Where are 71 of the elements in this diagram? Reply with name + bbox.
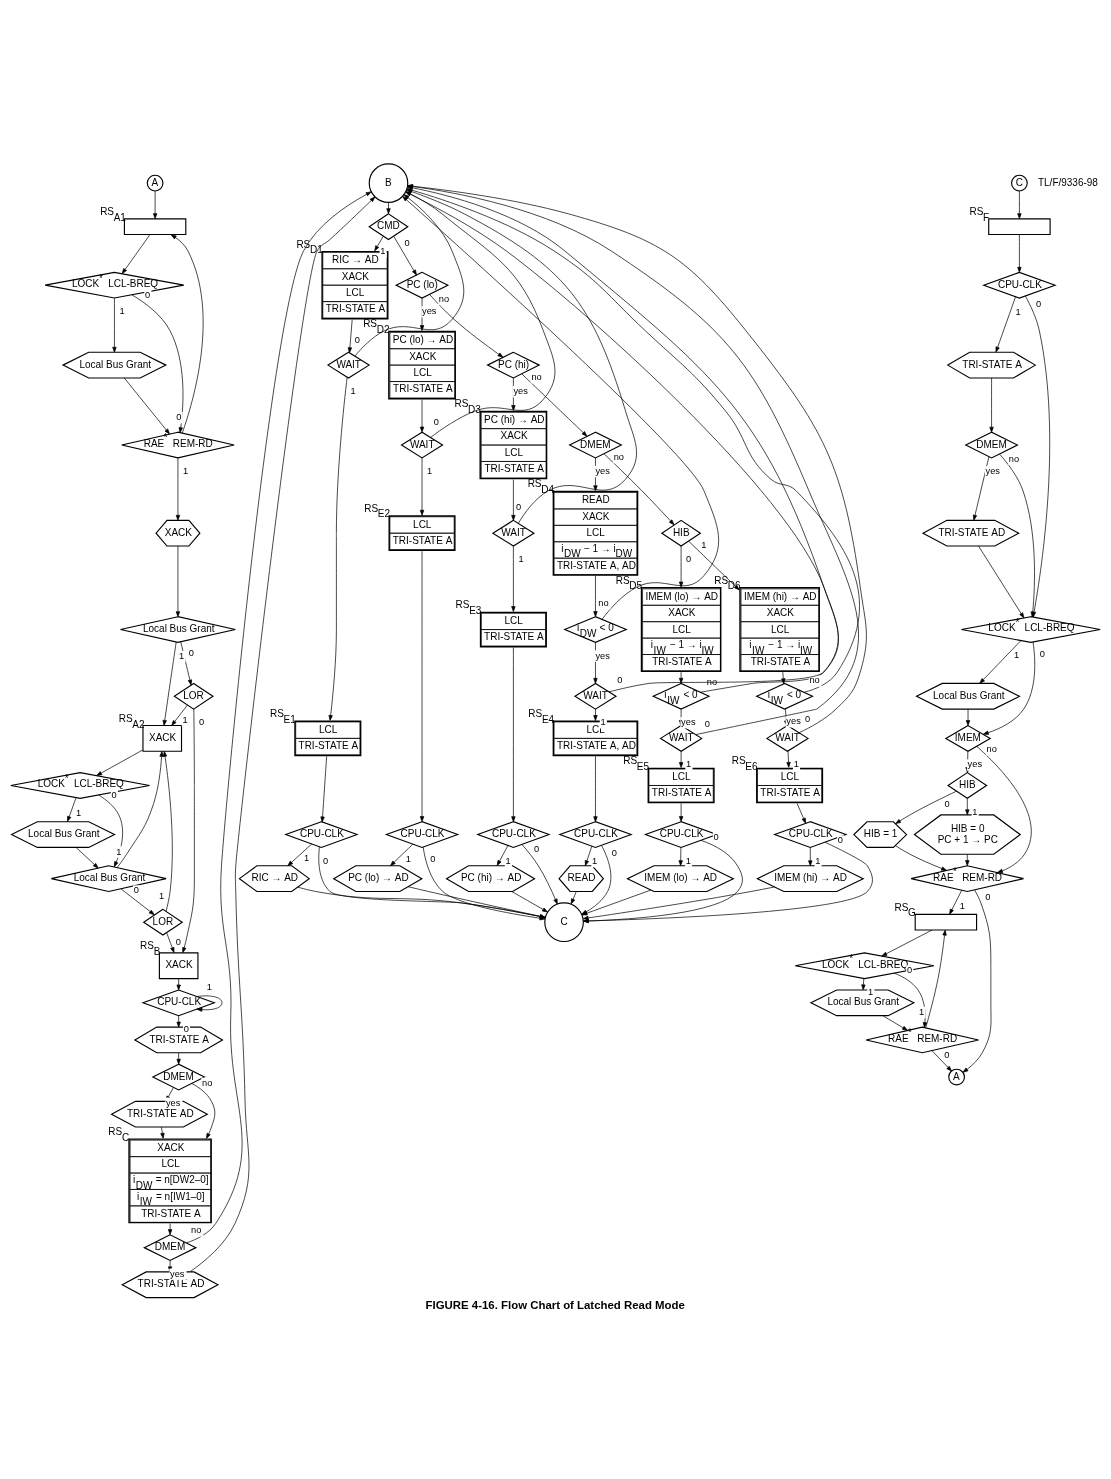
edge-label: 0 bbox=[686, 553, 692, 564]
edge-label: 1 bbox=[1014, 649, 1020, 660]
edge-label: 0 bbox=[188, 647, 194, 658]
edge-label: 1 bbox=[119, 305, 125, 316]
edge-label: no bbox=[438, 293, 450, 304]
edge-label: 0 bbox=[144, 289, 151, 300]
edge-label: 1 bbox=[518, 553, 524, 564]
edge-label: yes bbox=[513, 385, 528, 396]
edge-label: yes bbox=[165, 1097, 181, 1108]
caption: FIGURE 4-16. Flow Chart of Latched Read Mode bbox=[425, 1298, 685, 1311]
edge-label: no bbox=[986, 743, 997, 754]
edge-label: 1 bbox=[380, 245, 386, 256]
edge-label: no bbox=[613, 451, 624, 462]
edge-label: 1 bbox=[701, 539, 707, 550]
edge-label: 1 bbox=[75, 807, 82, 818]
edge-label: 1 bbox=[350, 385, 356, 396]
edge-label: 1 bbox=[303, 852, 310, 863]
edge-label: 0 bbox=[198, 716, 205, 727]
edge-label: yes bbox=[786, 715, 801, 726]
edge-label: 0 bbox=[175, 936, 182, 947]
edge-label: 1 bbox=[793, 758, 799, 769]
edge-label: 1 bbox=[179, 650, 185, 661]
edge-label: 0 bbox=[713, 831, 719, 842]
edge-label: no bbox=[191, 1224, 202, 1235]
edge-label: 0 bbox=[837, 834, 843, 845]
edge-label: yes bbox=[595, 465, 610, 476]
edge-label: 1 bbox=[686, 758, 692, 769]
edge-label: 1 bbox=[505, 855, 511, 866]
edge-label: 1 bbox=[685, 855, 691, 866]
edge-label: 0 bbox=[617, 674, 623, 685]
edge-label: yes bbox=[422, 305, 437, 316]
edge-label: 0 bbox=[1039, 648, 1045, 659]
edge-label: 1 bbox=[815, 855, 821, 866]
edge-label: 0 bbox=[944, 798, 950, 809]
edge-label: 0 bbox=[430, 853, 436, 864]
edge-label: 0 bbox=[404, 237, 410, 248]
edge-label: 1 bbox=[405, 853, 411, 864]
edge-label: no bbox=[531, 371, 542, 382]
edge-label: 1 bbox=[116, 846, 122, 856]
edge-label: yes bbox=[985, 465, 1000, 476]
edge-label: 0 bbox=[133, 884, 139, 895]
edge-label: no bbox=[201, 1077, 213, 1088]
edge-label: 1 bbox=[182, 714, 188, 725]
edge-label: 1 bbox=[159, 890, 165, 901]
edge-label: yes bbox=[967, 758, 983, 769]
edge-label: yes bbox=[681, 716, 696, 727]
edge-label: 0 bbox=[704, 718, 710, 729]
edge-label: 0 bbox=[183, 1023, 189, 1034]
edge-label: 0 bbox=[611, 847, 617, 858]
edge-label: 1 bbox=[919, 1006, 925, 1017]
edge-label: yes bbox=[170, 1268, 185, 1279]
edge-label: 0 bbox=[985, 891, 991, 902]
edge-label: 0 bbox=[323, 855, 329, 866]
edge-label: 0 bbox=[111, 789, 117, 800]
edge-label: 1 bbox=[867, 986, 874, 997]
edge-label: 0 bbox=[433, 416, 439, 427]
edge-label: 1 bbox=[182, 465, 189, 476]
edge-label: yes bbox=[595, 650, 610, 661]
edge-label: 1 bbox=[972, 806, 978, 816]
edge-label: no bbox=[809, 674, 820, 685]
edge-label: 1 bbox=[1015, 306, 1021, 317]
edge-label: no bbox=[598, 597, 609, 608]
edge-label: 0 bbox=[176, 411, 182, 422]
edge-label: 0 bbox=[516, 501, 522, 512]
edge-label: 0 bbox=[805, 713, 811, 724]
edge-label: 1 bbox=[427, 465, 433, 476]
edge-label: 1 bbox=[959, 900, 965, 911]
edge-label: 1 bbox=[592, 855, 598, 866]
label: TL/F/9336-98 bbox=[1037, 176, 1098, 188]
edge-label: 0 bbox=[1035, 298, 1042, 309]
edge-label: 0 bbox=[354, 334, 361, 345]
